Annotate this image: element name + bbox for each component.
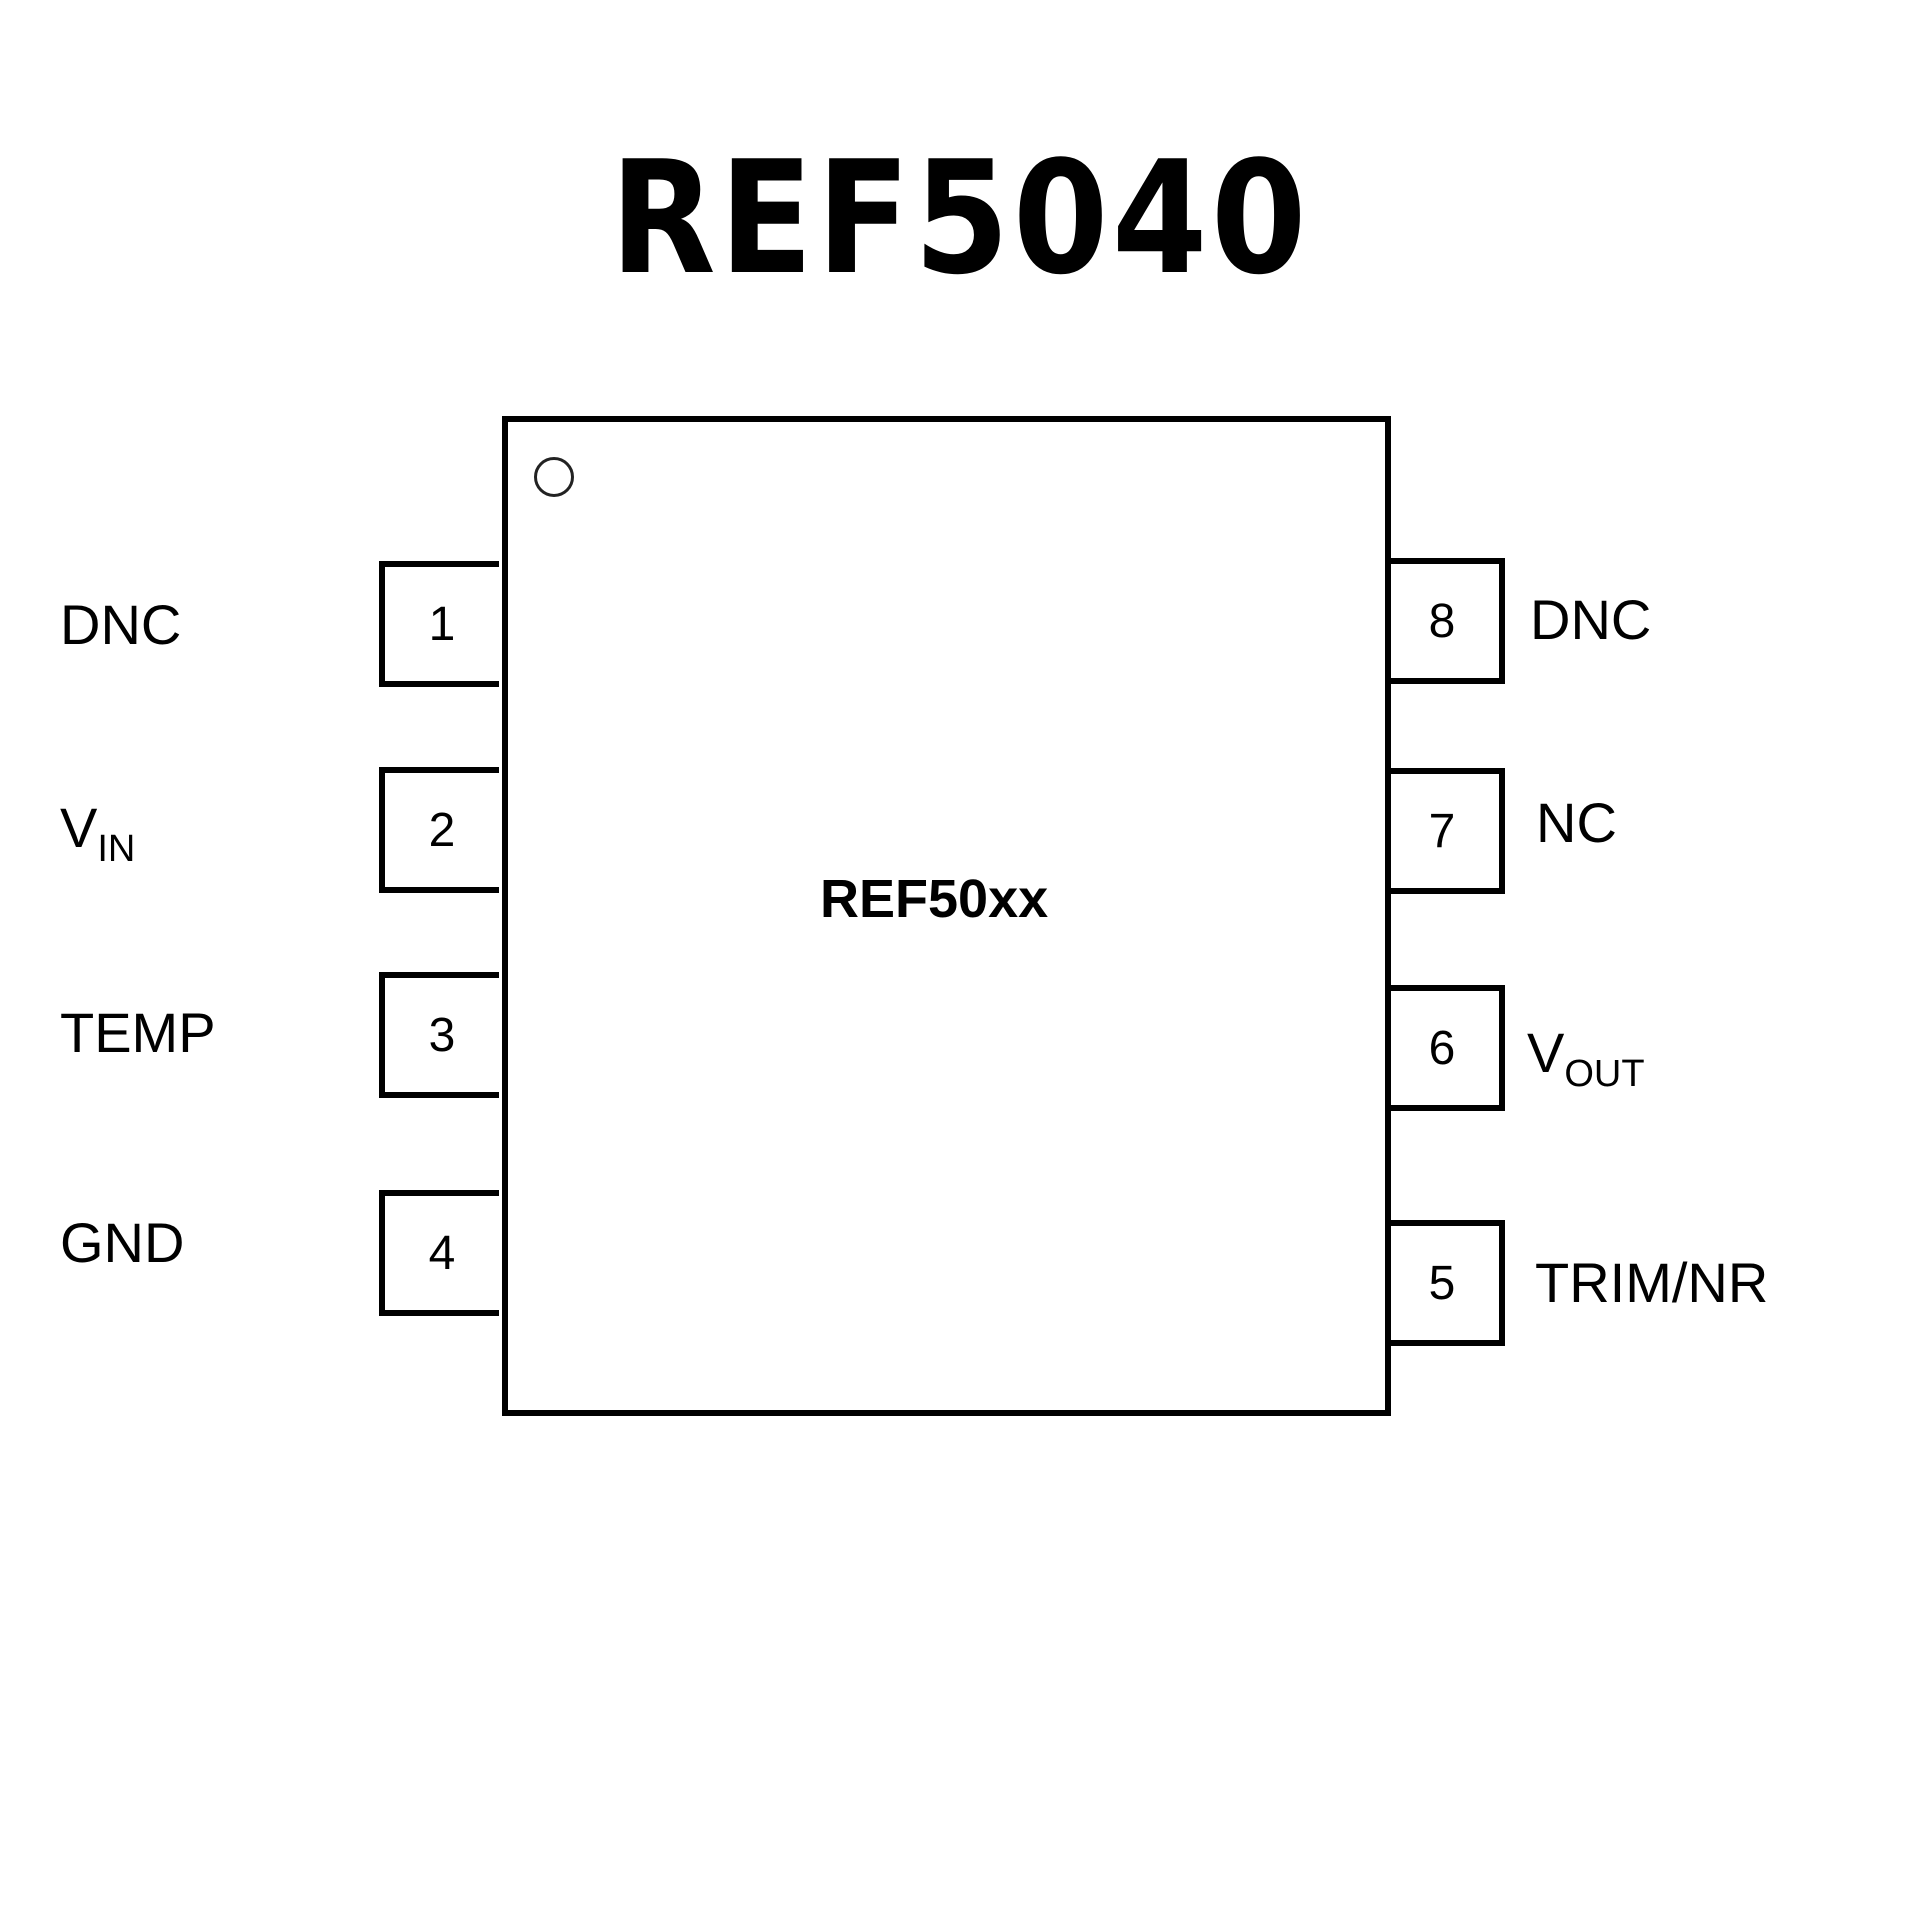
pin-number: 2 bbox=[428, 803, 456, 857]
pin-3: 3 bbox=[379, 972, 499, 1098]
pin-1: 1 bbox=[379, 561, 499, 687]
pin-label-6: VOUT bbox=[1527, 1021, 1645, 1095]
pin-label-4: GND bbox=[60, 1211, 185, 1274]
pin-number: 8 bbox=[1428, 594, 1456, 648]
pin-number: 1 bbox=[428, 597, 456, 651]
pin-5: 5 bbox=[1385, 1220, 1505, 1346]
pin-label-3: TEMP bbox=[60, 1001, 216, 1064]
pin-number: 6 bbox=[1428, 1021, 1456, 1075]
pin-number: 7 bbox=[1428, 804, 1456, 858]
pin-label-5: TRIM/NR bbox=[1535, 1251, 1769, 1314]
pin-number: 5 bbox=[1428, 1256, 1456, 1310]
pin-6: 6 bbox=[1385, 985, 1505, 1111]
pin-label-2: VIN bbox=[60, 796, 136, 870]
diagram-title: REF5040 bbox=[610, 127, 1310, 309]
pin-label-7: NC bbox=[1536, 791, 1617, 854]
pin-4: 4 bbox=[379, 1190, 499, 1316]
pin-8: 8 bbox=[1385, 558, 1505, 684]
pin-label-1: DNC bbox=[60, 593, 182, 656]
chip-part-label: REF50xx bbox=[820, 869, 1049, 929]
pin-2: 2 bbox=[379, 767, 499, 893]
pin-7: 7 bbox=[1385, 768, 1505, 894]
pin-number: 3 bbox=[428, 1008, 456, 1062]
chip-body bbox=[502, 416, 1391, 1416]
pin-number: 4 bbox=[428, 1226, 456, 1280]
pin-label-8: DNC bbox=[1530, 588, 1652, 651]
pin1-indicator-icon bbox=[534, 457, 574, 497]
